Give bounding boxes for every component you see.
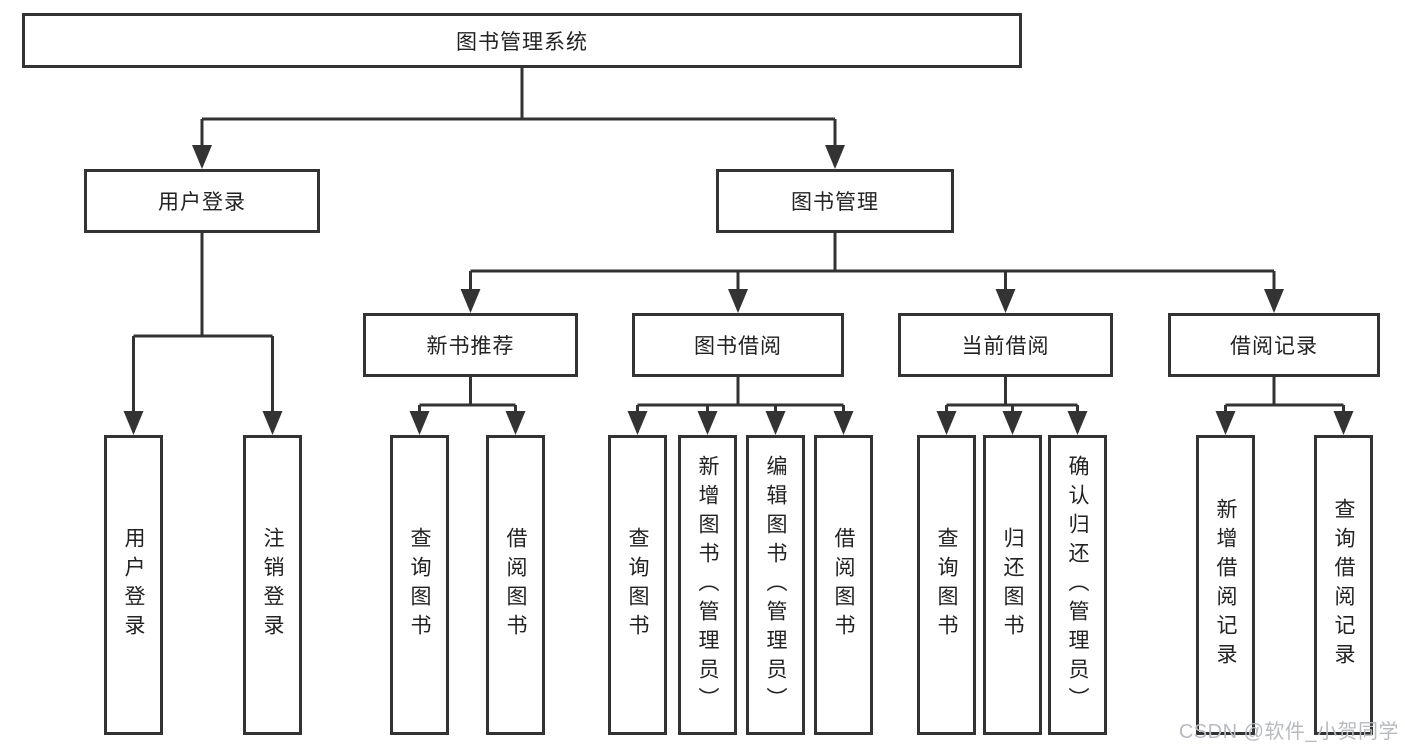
leaf-edit-books-admin-label: 编辑图书（管理员）	[764, 454, 787, 716]
leaf-recommend-borrow-books-label: 借阅图书	[504, 527, 527, 643]
node-user-login-label: 用户登录	[158, 191, 246, 214]
node-book-management-label: 图书管理	[791, 191, 879, 214]
leaf-borrow-books-label: 借阅图书	[832, 527, 855, 643]
node-current-borrow-label: 当前借阅	[961, 335, 1050, 358]
leaf-user-login: 用户登录	[104, 435, 163, 735]
leaf-add-borrow-record: 新增借阅记录	[1196, 435, 1255, 735]
connector-group-login	[132, 233, 274, 432]
leaf-current-query-books-label: 查询图书	[935, 527, 958, 643]
csdn-watermark: CSDN @软件_小贺同学	[1178, 721, 1399, 743]
node-current-borrow: 当前借阅	[898, 313, 1113, 377]
leaf-confirm-return-admin-label: 确认归还（管理员）	[1066, 454, 1089, 716]
node-book-borrow: 图书借阅	[632, 313, 844, 377]
leaf-return-books: 归还图书	[983, 435, 1042, 735]
leaf-borrow-books: 借阅图书	[814, 435, 873, 735]
leaf-query-borrow-record: 查询借阅记录	[1314, 435, 1373, 735]
connector-group-recommend	[418, 377, 517, 432]
leaf-add-books-admin-label: 新增图书（管理员）	[696, 454, 719, 716]
connector-group-borrow	[636, 377, 845, 432]
leaf-user-login-label: 用户登录	[122, 527, 145, 643]
leaf-borrow-query-books-label: 查询图书	[626, 527, 649, 643]
leaf-borrow-query-books: 查询图书	[608, 435, 667, 735]
leaf-recommend-borrow-books: 借阅图书	[486, 435, 545, 735]
leaf-current-query-books: 查询图书	[917, 435, 976, 735]
leaf-add-borrow-record-label: 新增借阅记录	[1214, 498, 1237, 672]
node-root: 图书管理系统	[22, 13, 1022, 68]
leaf-logout-label: 注销登录	[261, 527, 284, 643]
node-root-label: 图书管理系统	[456, 30, 588, 54]
leaf-edit-books-admin: 编辑图书（管理员）	[746, 435, 805, 735]
leaf-logout: 注销登录	[243, 435, 302, 735]
leaf-add-books-admin: 新增图书（管理员）	[678, 435, 737, 735]
node-user-login: 用户登录	[84, 169, 320, 233]
node-borrow-records: 借阅记录	[1168, 313, 1380, 377]
node-new-book-recommend-label: 新书推荐	[426, 335, 515, 358]
arrowheads	[123, 145, 1354, 435]
node-book-borrow-label: 图书借阅	[694, 335, 782, 358]
leaf-return-books-label: 归还图书	[1001, 527, 1024, 643]
node-new-book-recommend: 新书推荐	[363, 313, 578, 377]
connector-group-records	[1224, 377, 1345, 432]
connector-group-root	[200, 68, 837, 166]
connector-group-manage	[469, 233, 1276, 310]
leaf-confirm-return-admin: 确认归还（管理员）	[1048, 435, 1107, 735]
node-borrow-records-label: 借阅记录	[1230, 335, 1318, 358]
leaf-recommend-query-books: 查询图书	[390, 435, 449, 735]
node-book-management: 图书管理	[716, 169, 954, 233]
leaf-query-borrow-record-label: 查询借阅记录	[1332, 498, 1355, 672]
leaf-recommend-query-books-label: 查询图书	[408, 527, 431, 643]
